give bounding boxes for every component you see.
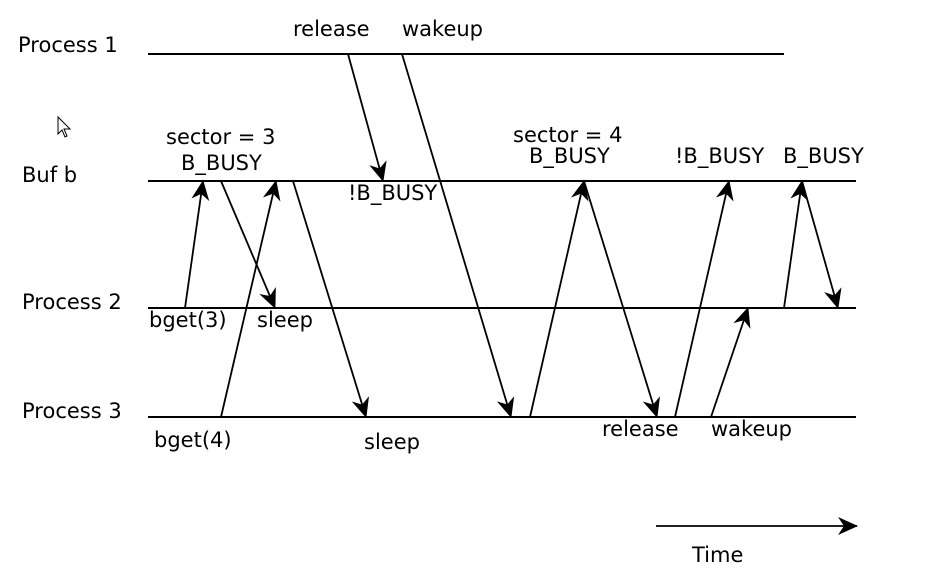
label-not-b-busy-1: !B_BUSY — [348, 181, 437, 206]
label-p1-release: release — [293, 17, 370, 41]
label-b-busy-1: B_BUSY — [181, 151, 262, 176]
lane-label-process-1: Process 1 — [18, 33, 118, 57]
arrow-p2-to-buf-busy — [783, 180, 809, 309]
label-p1-wakeup: wakeup — [402, 17, 483, 41]
label-p3-sleep: sleep — [364, 430, 420, 454]
arrow-p2-bget-to-buf — [184, 180, 210, 309]
label-p3-release: release — [602, 417, 679, 441]
lane-label-process-2: Process 2 — [22, 290, 122, 314]
label-p3-wakeup: wakeup — [711, 417, 792, 441]
label-b-busy-2: B_BUSY — [529, 144, 610, 169]
label-b-busy-3: B_BUSY — [783, 144, 864, 169]
arrow-buf-to-p2-sleep — [220, 180, 276, 309]
arrow-p3-wakeup-to-p2 — [710, 307, 751, 418]
arrow-p3-to-buf-sector4 — [529, 180, 589, 418]
label-p3-bget: bget(4) — [154, 428, 232, 452]
label-sector-4: sector = 4 — [513, 123, 622, 147]
lane-label-process-3: Process 3 — [22, 399, 122, 423]
label-p2-sleep: sleep — [257, 308, 313, 332]
label-p2-bget: bget(3) — [149, 308, 227, 332]
label-not-b-busy-2: !B_BUSY — [675, 144, 764, 169]
arrow-p1-wakeup-to-p3 — [401, 53, 515, 418]
arrow-p3-bget-to-buf — [220, 180, 281, 418]
time-label: Time — [691, 543, 743, 567]
mouse-pointer-icon — [57, 115, 72, 138]
arrow-p3-release-to-buf — [674, 180, 734, 418]
arrow-p1-release-to-buf — [347, 53, 387, 182]
label-sector-3: sector = 3 — [166, 125, 275, 149]
lane-label-buf-b: Buf b — [22, 163, 77, 187]
arrow-buf-to-p3-release — [583, 180, 660, 418]
arrow-buf-to-p2 — [801, 180, 842, 309]
arrow-buf-to-p3-sleep — [292, 180, 369, 418]
